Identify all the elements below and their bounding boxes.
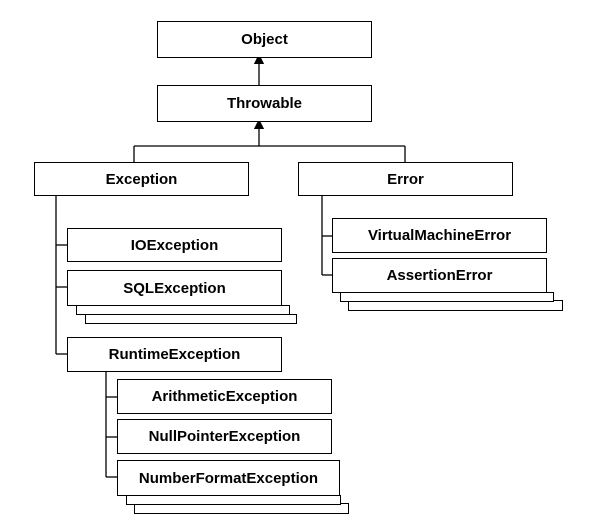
more-exception-subclasses-stack-2: [85, 314, 297, 324]
class-label-nullpointerexception: NullPointerException: [148, 428, 301, 445]
class-box-ioexception: IOException: [67, 228, 282, 262]
class-box-exception: Exception: [34, 162, 249, 196]
class-box-runtimeexception: RuntimeException: [67, 337, 282, 372]
class-label-runtimeexception: RuntimeException: [108, 346, 241, 363]
class-box-nullpointerexception: NullPointerException: [117, 419, 332, 454]
class-box-error: Error: [298, 162, 513, 196]
class-box-virtualmachineerror: VirtualMachineError: [332, 218, 547, 253]
class-label-numberformatexception: NumberFormatException: [138, 469, 319, 487]
class-label-exception: Exception: [105, 170, 178, 188]
class-label-assertionerror: AssertionError: [386, 267, 493, 284]
class-box-numberformatexception: NumberFormatException: [117, 460, 340, 496]
class-label-virtualmachineerror: VirtualMachineError: [367, 227, 512, 244]
class-label-object: Object: [241, 31, 288, 48]
more-exception-subclasses-stack-1: [76, 305, 290, 315]
more-error-subclasses-stack-1: [340, 292, 554, 302]
class-box-assertionerror: AssertionError: [332, 258, 547, 293]
more-runtime-subclasses-stack-1: [126, 495, 341, 505]
class-label-arithmeticexception: ArithmeticException: [151, 388, 298, 405]
class-box-object: Object: [157, 21, 372, 58]
class-box-arithmeticexception: ArithmeticException: [117, 379, 332, 414]
class-box-sqlexception: SQLException: [67, 270, 282, 306]
class-label-throwable: Throwable: [226, 95, 302, 112]
class-box-throwable: Throwable: [157, 85, 372, 122]
class-label-sqlexception: SQLException: [123, 279, 226, 297]
class-label-ioexception: IOException: [130, 236, 219, 254]
class-label-error: Error: [387, 170, 424, 188]
